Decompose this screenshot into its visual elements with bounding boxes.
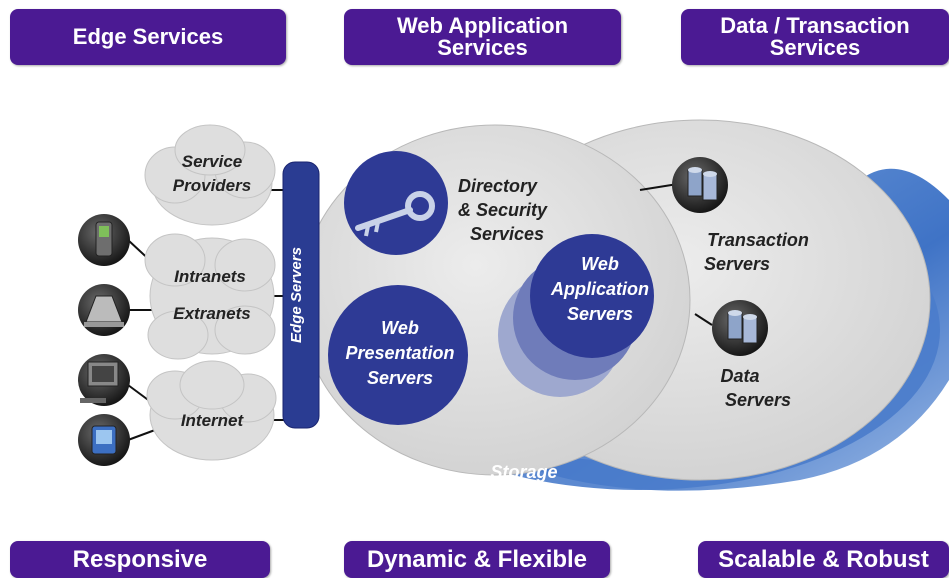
cloud-intranets-extranets	[144, 233, 276, 360]
transaction-database-icon	[672, 157, 728, 213]
edge-servers-bar	[282, 161, 320, 429]
data-servers-label-line1: Data	[720, 366, 759, 386]
cloud-internet	[146, 360, 277, 461]
data-servers-label-line2: Servers	[725, 390, 791, 410]
scalable-robust-banner: Scalable & Robust	[698, 541, 949, 578]
mobile-phone-icon	[78, 214, 130, 266]
web-presentation-label-line3: Servers	[367, 368, 433, 388]
web-app-servers-label-line2: Application	[550, 279, 649, 299]
directory-label-line3: Services	[470, 224, 544, 244]
scalable-robust-label: Scalable & Robust	[718, 545, 929, 573]
key-icon	[355, 191, 435, 237]
internet-label: Internet	[181, 411, 245, 430]
directory-security-circle	[344, 151, 448, 255]
storage-label: Storage	[490, 462, 557, 482]
data-transaction-services-banner: Data / Transaction Services	[681, 9, 949, 65]
dynamic-flexible-banner: Dynamic & Flexible	[344, 541, 610, 578]
data-transaction-services-label-line2: Services	[769, 35, 861, 60]
transaction-servers-label-line2: Servers	[704, 254, 770, 274]
web-application-services-label-line1: Web Application	[396, 13, 569, 38]
edge-servers-label: Edge Servers	[288, 247, 305, 343]
web-presentation-label-line1: Web	[381, 318, 419, 338]
web-application-servers-stack	[498, 234, 654, 397]
edge-services-banner: Edge Services	[10, 9, 286, 65]
web-application-services-banner: Web Application Services	[344, 9, 621, 65]
data-database-icon	[712, 300, 768, 356]
dynamic-flexible-label: Dynamic & Flexible	[366, 545, 588, 573]
web-application-services-label-line2: Services	[437, 35, 528, 60]
service-providers-label-line2: Providers	[173, 176, 251, 195]
laptop-icon	[78, 284, 130, 336]
web-presentation-servers-circle	[328, 285, 468, 425]
intranets-label: Intranets	[174, 267, 246, 286]
service-providers-label-line1: Service	[182, 152, 243, 171]
data-transaction-services-label-line1: Data / Transaction	[720, 13, 910, 38]
directory-label-line1: Directory	[458, 176, 538, 196]
web-presentation-label-line2: Presentation	[345, 343, 454, 363]
edge-services-label: Edge Services	[72, 24, 224, 49]
web-app-servers-label-line1: Web	[581, 254, 619, 274]
extranets-label: Extranets	[173, 304, 250, 323]
responsive-banner: Responsive	[10, 541, 270, 578]
directory-label-line2: & Security	[458, 200, 548, 220]
pda-icon	[78, 414, 130, 466]
transaction-servers-label-line1: Transaction	[707, 230, 809, 250]
desktop-computer-icon	[78, 354, 130, 406]
web-app-servers-label-line3: Servers	[567, 304, 633, 324]
cloud-service-providers	[144, 124, 276, 226]
responsive-label: Responsive	[72, 545, 208, 573]
